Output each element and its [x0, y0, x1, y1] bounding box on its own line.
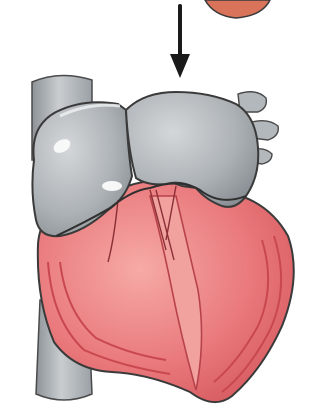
valve-opening — [102, 181, 122, 191]
down-arrow-icon — [170, 6, 190, 78]
top-blob — [205, 0, 270, 18]
